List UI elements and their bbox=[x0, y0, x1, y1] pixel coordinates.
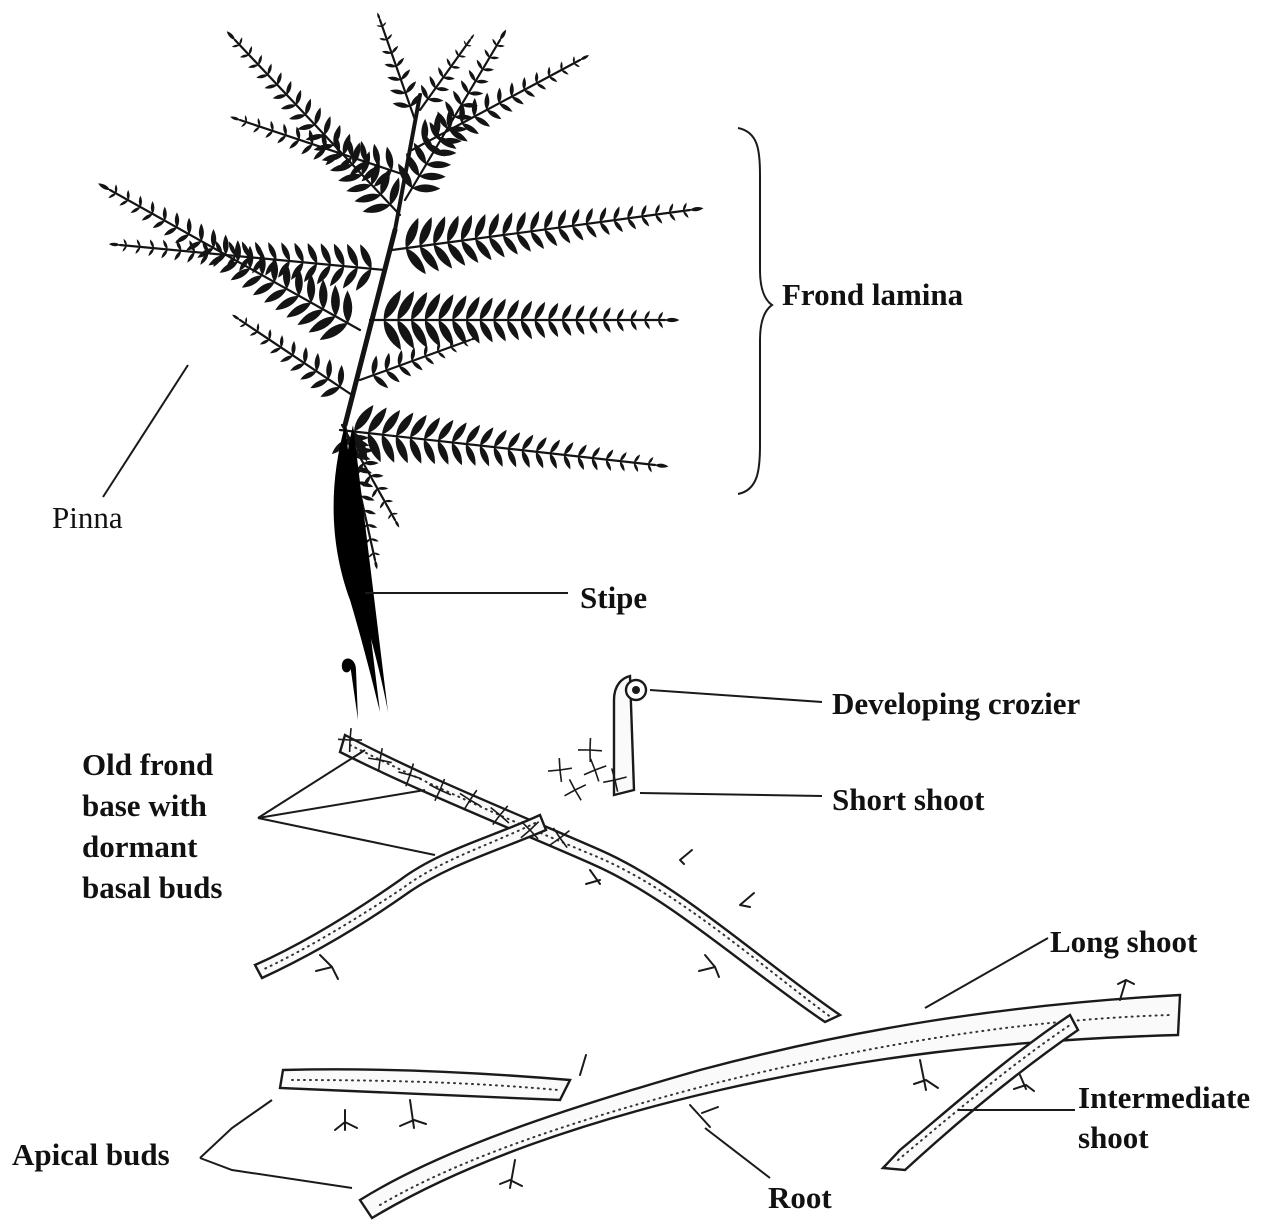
label-old-frond-base-line-4: basal buds bbox=[82, 868, 222, 908]
apical-branch-drawing bbox=[280, 1069, 570, 1100]
label-frond-lamina: Frond lamina bbox=[782, 275, 963, 315]
frond-lamina-drawing bbox=[98, 12, 703, 569]
small-crozier-drawing bbox=[342, 658, 358, 720]
label-old-frond-base-line-1: Old frond bbox=[82, 745, 213, 785]
label-stipe: Stipe bbox=[580, 578, 647, 618]
label-long-shoot: Long shoot bbox=[1050, 922, 1197, 962]
old-frond-rhizome bbox=[255, 815, 546, 978]
label-pinna: Pinna bbox=[52, 498, 123, 538]
label-intermediate-shoot-line-2: shoot bbox=[1078, 1118, 1149, 1158]
label-old-frond-base-line-3: dormant bbox=[82, 827, 197, 867]
label-developing-crozier: Developing crozier bbox=[832, 684, 1080, 724]
label-apical-buds: Apical buds bbox=[12, 1135, 170, 1175]
rhizome-system-drawing bbox=[255, 425, 1180, 1218]
label-short-shoot: Short shoot bbox=[832, 780, 984, 820]
frond-lamina-brace bbox=[738, 128, 772, 494]
scale-tufts bbox=[338, 728, 627, 848]
label-intermediate-shoot-line-1: Intermediate bbox=[1078, 1078, 1250, 1118]
label-old-frond-base-line-2: base with bbox=[82, 786, 207, 826]
label-root: Root bbox=[768, 1178, 832, 1218]
leader-lines bbox=[103, 365, 1075, 1188]
